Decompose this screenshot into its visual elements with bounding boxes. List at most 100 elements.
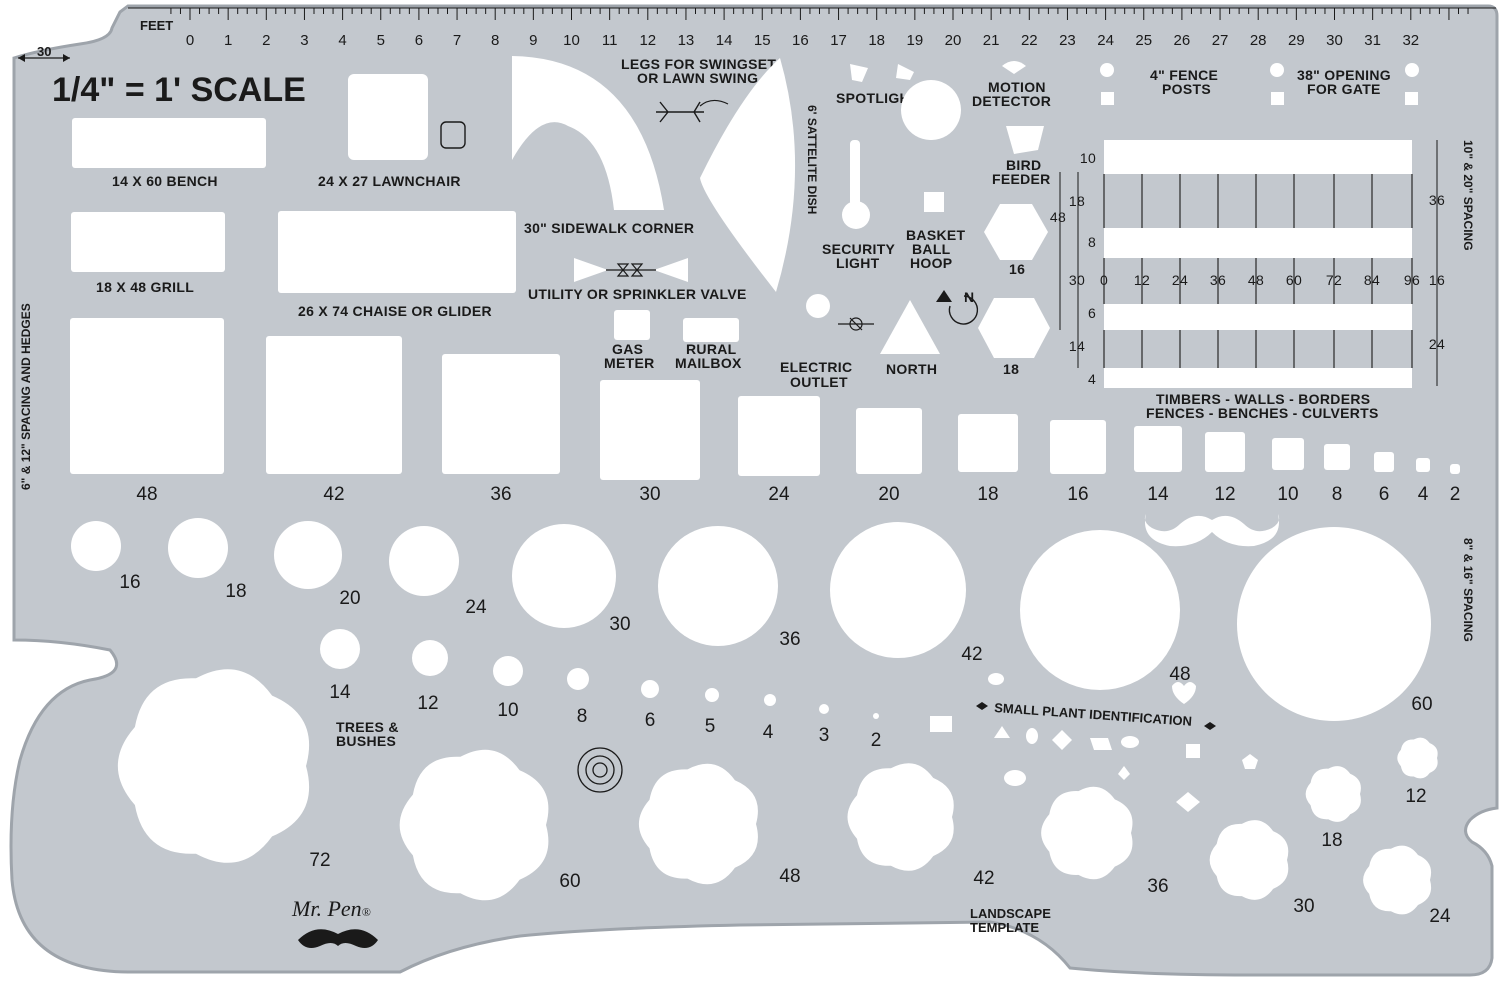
- square-cutout: [70, 318, 224, 474]
- square-size-label: 42: [323, 484, 344, 505]
- satellite-dish-label: 6' SATTELITE DISH: [805, 105, 819, 214]
- gas-meter-cutout: [614, 310, 650, 340]
- ruler-tick-label: 21: [983, 32, 1000, 49]
- ruler-tick-label: 1: [224, 32, 232, 49]
- bench-label: 14 X 60 BENCH: [112, 173, 218, 189]
- swing-legs-icon: [656, 101, 704, 123]
- ruler-tick-label: 10: [563, 32, 580, 49]
- square-size-label: 14: [1147, 484, 1169, 505]
- timber-scale-grid: [1103, 174, 1413, 368]
- hoop-label-line3: HOOP: [910, 255, 952, 271]
- circle-size-label: 30: [609, 614, 630, 635]
- circle-size-label: 36: [779, 629, 800, 650]
- circle-size-label: 48: [1169, 664, 1190, 685]
- left-gauge-label: 30: [37, 44, 51, 59]
- square-cutout: [266, 336, 402, 474]
- timber-left-dim: 4: [1088, 371, 1096, 387]
- square-cutout: [1416, 458, 1430, 472]
- circle-cutout: [1020, 530, 1180, 690]
- timber-slot-3: [1104, 304, 1412, 330]
- ruler-tick-label: 8: [491, 32, 499, 49]
- square-cutout: [1324, 444, 1350, 470]
- small-circle-size-label: 3: [819, 725, 830, 746]
- trees-label-line2: BUSHES: [336, 733, 396, 749]
- flower-ornament-icon: [577, 747, 623, 793]
- small-circle-cutout: [705, 688, 719, 702]
- scale-title: 1/4" = 1' SCALE: [52, 71, 306, 109]
- small-plant-shapes: [930, 673, 1258, 812]
- square-cutout: [1134, 426, 1182, 472]
- template-name-line2: TEMPLATE: [970, 920, 1039, 935]
- timber-left-dim: 30: [1069, 272, 1085, 288]
- ruler-tick-label: 12: [639, 32, 656, 49]
- square-cutout: [1050, 420, 1106, 474]
- ruler-tick-label: 30: [1326, 32, 1343, 49]
- ruler-tick-label: 25: [1135, 32, 1152, 49]
- ruler-tick-label: 26: [1174, 32, 1191, 49]
- hex-18-cutout: [978, 298, 1050, 358]
- mailbox-label-line2: MAILBOX: [675, 355, 742, 371]
- ruler-tick-label: 16: [792, 32, 809, 49]
- square-size-label: 10: [1277, 484, 1298, 505]
- swing-label-line2: OR LAWN SWING: [637, 70, 758, 86]
- sidewalk-corner-cutout: [512, 56, 664, 210]
- feeder-label-line1: BIRD: [1006, 157, 1041, 173]
- right-top-spacing-label: 10" & 20" SPACING: [1461, 140, 1475, 251]
- small-circle-size-label: 12: [417, 693, 438, 714]
- ruler-tick-label: 13: [678, 32, 695, 49]
- security-label-line2: LIGHT: [836, 255, 880, 271]
- timber-right-dim: 24: [1429, 336, 1445, 352]
- bench-cutout: [72, 118, 266, 168]
- hex-16-label: 16: [1009, 261, 1025, 277]
- small-circle-cutout: [412, 640, 448, 676]
- timber-slot-4: [1104, 368, 1412, 388]
- security-label-line1: SECURITY: [822, 241, 896, 257]
- security-light-stem: [850, 140, 860, 206]
- template-name-line1: LANDSCAPE: [970, 906, 1051, 921]
- fence-label-line1: 4" FENCE: [1150, 67, 1218, 83]
- lawnchair-label: 24 X 27 LAWNCHAIR: [318, 173, 461, 189]
- hoop-label-line1: BASKET: [906, 227, 966, 243]
- tree-cutout: [1363, 845, 1432, 915]
- small-circle-cutout: [819, 704, 829, 714]
- mustache-cutout: [1144, 514, 1280, 547]
- sidewalk-label: 30" SIDEWALK CORNER: [524, 220, 694, 236]
- square-size-label: 6: [1379, 484, 1390, 505]
- tree-cutout: [399, 749, 549, 901]
- security-light-cutout: [842, 201, 870, 229]
- square-cutout: [958, 414, 1018, 472]
- timber-left-dim: 14: [1069, 338, 1085, 354]
- gate-post-round-right: [1405, 63, 1419, 77]
- ruler-tick-label: 6: [415, 32, 423, 49]
- gate-post-square-right: [1405, 92, 1418, 105]
- grill-label: 18 X 48 GRILL: [96, 279, 194, 295]
- hoop-post-cutout: [924, 192, 944, 212]
- small-circle-size-label: 4: [763, 722, 774, 743]
- tree-size-label: 60: [559, 871, 580, 892]
- ruler-tick-label: 14: [716, 32, 733, 49]
- feeder-label-line2: FEEDER: [992, 171, 1051, 187]
- ruler-tick-label: 32: [1402, 32, 1419, 49]
- small-circle-cutout: [320, 629, 360, 669]
- circle-cutout: [168, 518, 228, 578]
- timber-scale-tick: 0: [1100, 272, 1108, 288]
- timber-scale-tick: 48: [1248, 272, 1264, 288]
- north-label: NORTH: [886, 361, 937, 377]
- ruler-tick-label: 31: [1364, 32, 1381, 49]
- timber-right-dim: 16: [1429, 272, 1445, 288]
- square-cutout: [442, 354, 560, 474]
- timber-right-dim: 36: [1429, 192, 1445, 208]
- electric-outlet-cutout: [806, 294, 830, 318]
- valve-label: UTILITY OR SPRINKLER VALVE: [528, 286, 747, 302]
- square-size-label: 2: [1450, 484, 1461, 505]
- chaise-cutout: [278, 211, 516, 293]
- ruler-tick-label: 7: [453, 32, 461, 49]
- small-circle-cutout: [641, 680, 659, 698]
- ruler-tick-label: 0: [186, 32, 194, 49]
- motion-detector-cutout: [1002, 61, 1026, 74]
- small-circle-size-label: 10: [497, 700, 518, 721]
- timber-slot-1: [1104, 140, 1412, 174]
